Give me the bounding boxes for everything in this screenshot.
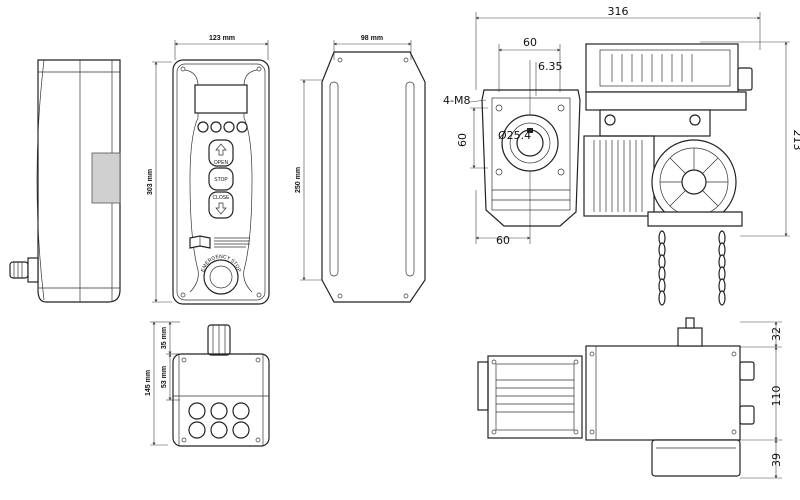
close-button[interactable]: CLOSE [208, 191, 234, 219]
indicator-led [223, 121, 235, 133]
stop-button[interactable]: STOP [208, 167, 234, 191]
motor-dim-6-35: 6.35 [538, 60, 563, 73]
motor-label-shaft-diameter: Ø25.4 [498, 129, 531, 142]
motor-dim-39: 39 [770, 453, 783, 467]
cable-gland-port [232, 421, 250, 439]
bottom-total-dim: 145 mm [145, 370, 152, 396]
motor-dim-316: 316 [608, 5, 629, 18]
motor-top-view: 32 110 39 [477, 317, 783, 479]
motor-dim-32: 32 [770, 327, 783, 341]
control-panel-bottom-view: 145 mm 35 mm 53 mm [145, 321, 270, 447]
indicator-led [197, 121, 209, 133]
stop-button-label: STOP [214, 177, 228, 183]
side-width-dim: 98 mm [361, 35, 383, 42]
cable-gland-port [210, 421, 228, 439]
control-panel-front-view: 123 mm 303 mm OPEN STOP CLOSE [147, 35, 270, 305]
panel-height-dim: 303 mm [147, 169, 154, 195]
cable-gland-port [188, 402, 206, 420]
side-height-dim: 250 mm [295, 167, 302, 193]
manual-book-icon [189, 235, 250, 249]
hand-chain-right [718, 230, 726, 306]
emergency-stop-button[interactable]: EMERGENCY STOP [200, 254, 242, 295]
control-box-side-view [9, 59, 121, 303]
motor-dim-60-top: 60 [523, 36, 537, 49]
close-button-label: CLOSE [213, 195, 231, 201]
motor-label-4m8: 4-M8 [443, 94, 470, 107]
hand-chain-left [658, 230, 666, 306]
motor-front-view: 316 60 6.35 4-M8 60 60 213 Ø25.4 [443, 5, 800, 306]
open-button[interactable]: OPEN [208, 139, 234, 167]
cable-gland-port [232, 402, 250, 420]
bottom-dim-b: 53 mm [161, 366, 168, 388]
control-panel-side-view: 98 mm 250 mm [295, 35, 426, 303]
motor-dim-213: 213 [791, 130, 800, 151]
panel-width-dim: 123 mm [209, 35, 235, 42]
indicator-led [236, 121, 248, 133]
bottom-dim-a: 35 mm [161, 327, 168, 349]
open-button-label: OPEN [214, 160, 229, 166]
motor-dim-60-bottom: 60 [496, 234, 510, 247]
display-screen [194, 84, 248, 114]
motor-dim-110: 110 [770, 386, 783, 407]
cable-gland-port [188, 421, 206, 439]
motor-dim-60-left: 60 [456, 133, 469, 147]
indicator-led [210, 121, 222, 133]
cable-gland-port [210, 402, 228, 420]
